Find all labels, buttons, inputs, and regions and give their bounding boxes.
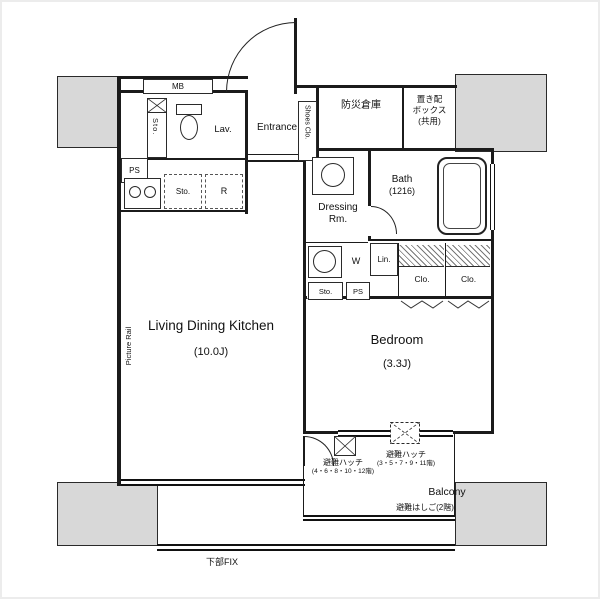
wall-entrance-right [316, 85, 319, 164]
picture-rail-label: Picture Rail [124, 326, 133, 366]
lav-storage-xbox-icon [147, 98, 167, 113]
shoes-closet [298, 101, 317, 161]
lav-storage-label: Sto. [151, 118, 160, 136]
shoes-closet-label: Shoes Clo. [303, 105, 311, 140]
washer-drum-icon [313, 250, 336, 273]
evac-hatch-b-floors: (3・5・7・9・11階) [376, 459, 436, 467]
delivery-box-line3: (共用) [418, 116, 441, 127]
stove-burner-left-icon [129, 186, 141, 198]
refrigerator-label: R [220, 186, 228, 197]
ldk-window [121, 479, 305, 486]
bath-name: Bath [391, 174, 413, 185]
balcony-right-edge [454, 434, 455, 520]
dressing-line2: Rm. [328, 214, 348, 225]
entrance-step-line [248, 154, 304, 155]
wall-entrance-left [245, 90, 248, 214]
pillar-bottom-right [455, 482, 547, 546]
bedroom-size: (3.3J) [382, 358, 412, 370]
toilet-bowl-icon [180, 115, 198, 140]
evac-hatch-a-floors: (4・6・8・10・12階) [311, 467, 375, 475]
delivery-box-line2: ボックス [412, 105, 447, 116]
wall-bedroom-top [303, 296, 493, 299]
pipe-space-left-label: PS [129, 165, 140, 175]
lavatory-label: Lav. [214, 124, 232, 135]
pillar-top-left [57, 76, 118, 148]
wall-corridor-top [318, 85, 457, 88]
linen-box: Lin. [370, 243, 398, 276]
pipe-space-right: PS [346, 282, 370, 300]
ldk-label: Living Dining Kitchen [147, 318, 275, 333]
wall-left [117, 76, 121, 486]
evac-hatch-b-label: 避難ハッチ (3・5・7・9・11階) [370, 450, 442, 467]
closet-a-label: Clo. [414, 274, 430, 284]
washer-label: W [351, 256, 361, 266]
wall-dressing-bottom [306, 242, 368, 243]
dressing-room-label: Dressing Rm. [308, 202, 368, 226]
entrance-door-arc-icon [226, 22, 296, 92]
wall-top-left [117, 76, 248, 79]
closet-b-hanger-icon [446, 245, 490, 267]
closet-a-hanger-icon [399, 245, 444, 267]
closet-divider [445, 243, 446, 296]
wall-bath-left [368, 151, 371, 241]
bathtub-inner-icon [443, 163, 481, 229]
wall-right [491, 148, 494, 434]
entrance-label: Entrance [256, 122, 298, 133]
wall-entrance-bottom [248, 160, 306, 162]
delivery-box-line1: 置き配 [416, 94, 443, 104]
evac-hatch-a-title: 避難ハッチ [323, 458, 363, 467]
wall-kitchen-bottom [121, 210, 248, 212]
stove-burner-right-icon [144, 186, 156, 198]
delivery-box-label: 置き配 ボックス (共用) [404, 94, 455, 127]
bath-door-arc-icon [371, 206, 397, 234]
closet-b-label: Clo. [460, 274, 477, 284]
bedroom-label: Bedroom [370, 332, 424, 347]
balcony-left-edge [303, 466, 304, 518]
utility-storage-box: Sto. [308, 282, 343, 300]
closet-b-door-chevron-icon [447, 300, 490, 309]
disaster-storage-label: 防災倉庫 [341, 100, 381, 111]
utility-storage-label: Sto. [318, 286, 333, 296]
evac-ladder-label: 避難はしご(2階) [396, 503, 454, 512]
pillar-bottom-left [57, 482, 158, 546]
evac-hatch-b-icon [390, 422, 420, 444]
wall-storage-divider [402, 86, 404, 148]
kitchen-storage-label: Sto. [175, 186, 191, 196]
wall-unit-top-right [318, 148, 494, 151]
closet-a-door-chevron-icon [400, 300, 444, 309]
refrigerator-box: R [205, 174, 243, 209]
bathtub-icon [437, 157, 487, 235]
closet-left-edge [398, 243, 399, 296]
dressing-line1: Dressing [318, 202, 358, 213]
ldk-size: (10.0J) [193, 346, 229, 358]
meter-box-label: MB [172, 81, 184, 91]
wall-lav-bottom [121, 158, 247, 160]
bath-size: (1216) [388, 186, 415, 196]
bath-door-opening [368, 206, 371, 236]
wall-top-stub [296, 85, 320, 88]
balcony-bottom-edge [303, 515, 455, 521]
pillar-top-right [455, 74, 547, 152]
balcony-label: Balcony [428, 486, 466, 498]
evac-hatch-a-icon [334, 436, 356, 456]
bath-window [490, 164, 495, 230]
wall-bath-bottom [368, 239, 494, 241]
evac-hatch-b-title: 避難ハッチ [386, 450, 426, 459]
linen-label: Lin. [377, 254, 391, 264]
meter-box: MB [143, 79, 213, 94]
bath-label: Bath (1216) [372, 174, 432, 197]
washbasin-bowl-icon [321, 163, 345, 187]
evac-hatch-a-label: 避難ハッチ (4・6・8・10・12階) [302, 458, 384, 475]
kitchen-storage-box: Sto. [164, 174, 202, 209]
bottom-fix-label: 下部FIX [205, 557, 238, 567]
toilet-tank-icon [176, 104, 202, 115]
pipe-space-right-label: PS [352, 286, 363, 296]
bottom-railing [157, 544, 455, 551]
